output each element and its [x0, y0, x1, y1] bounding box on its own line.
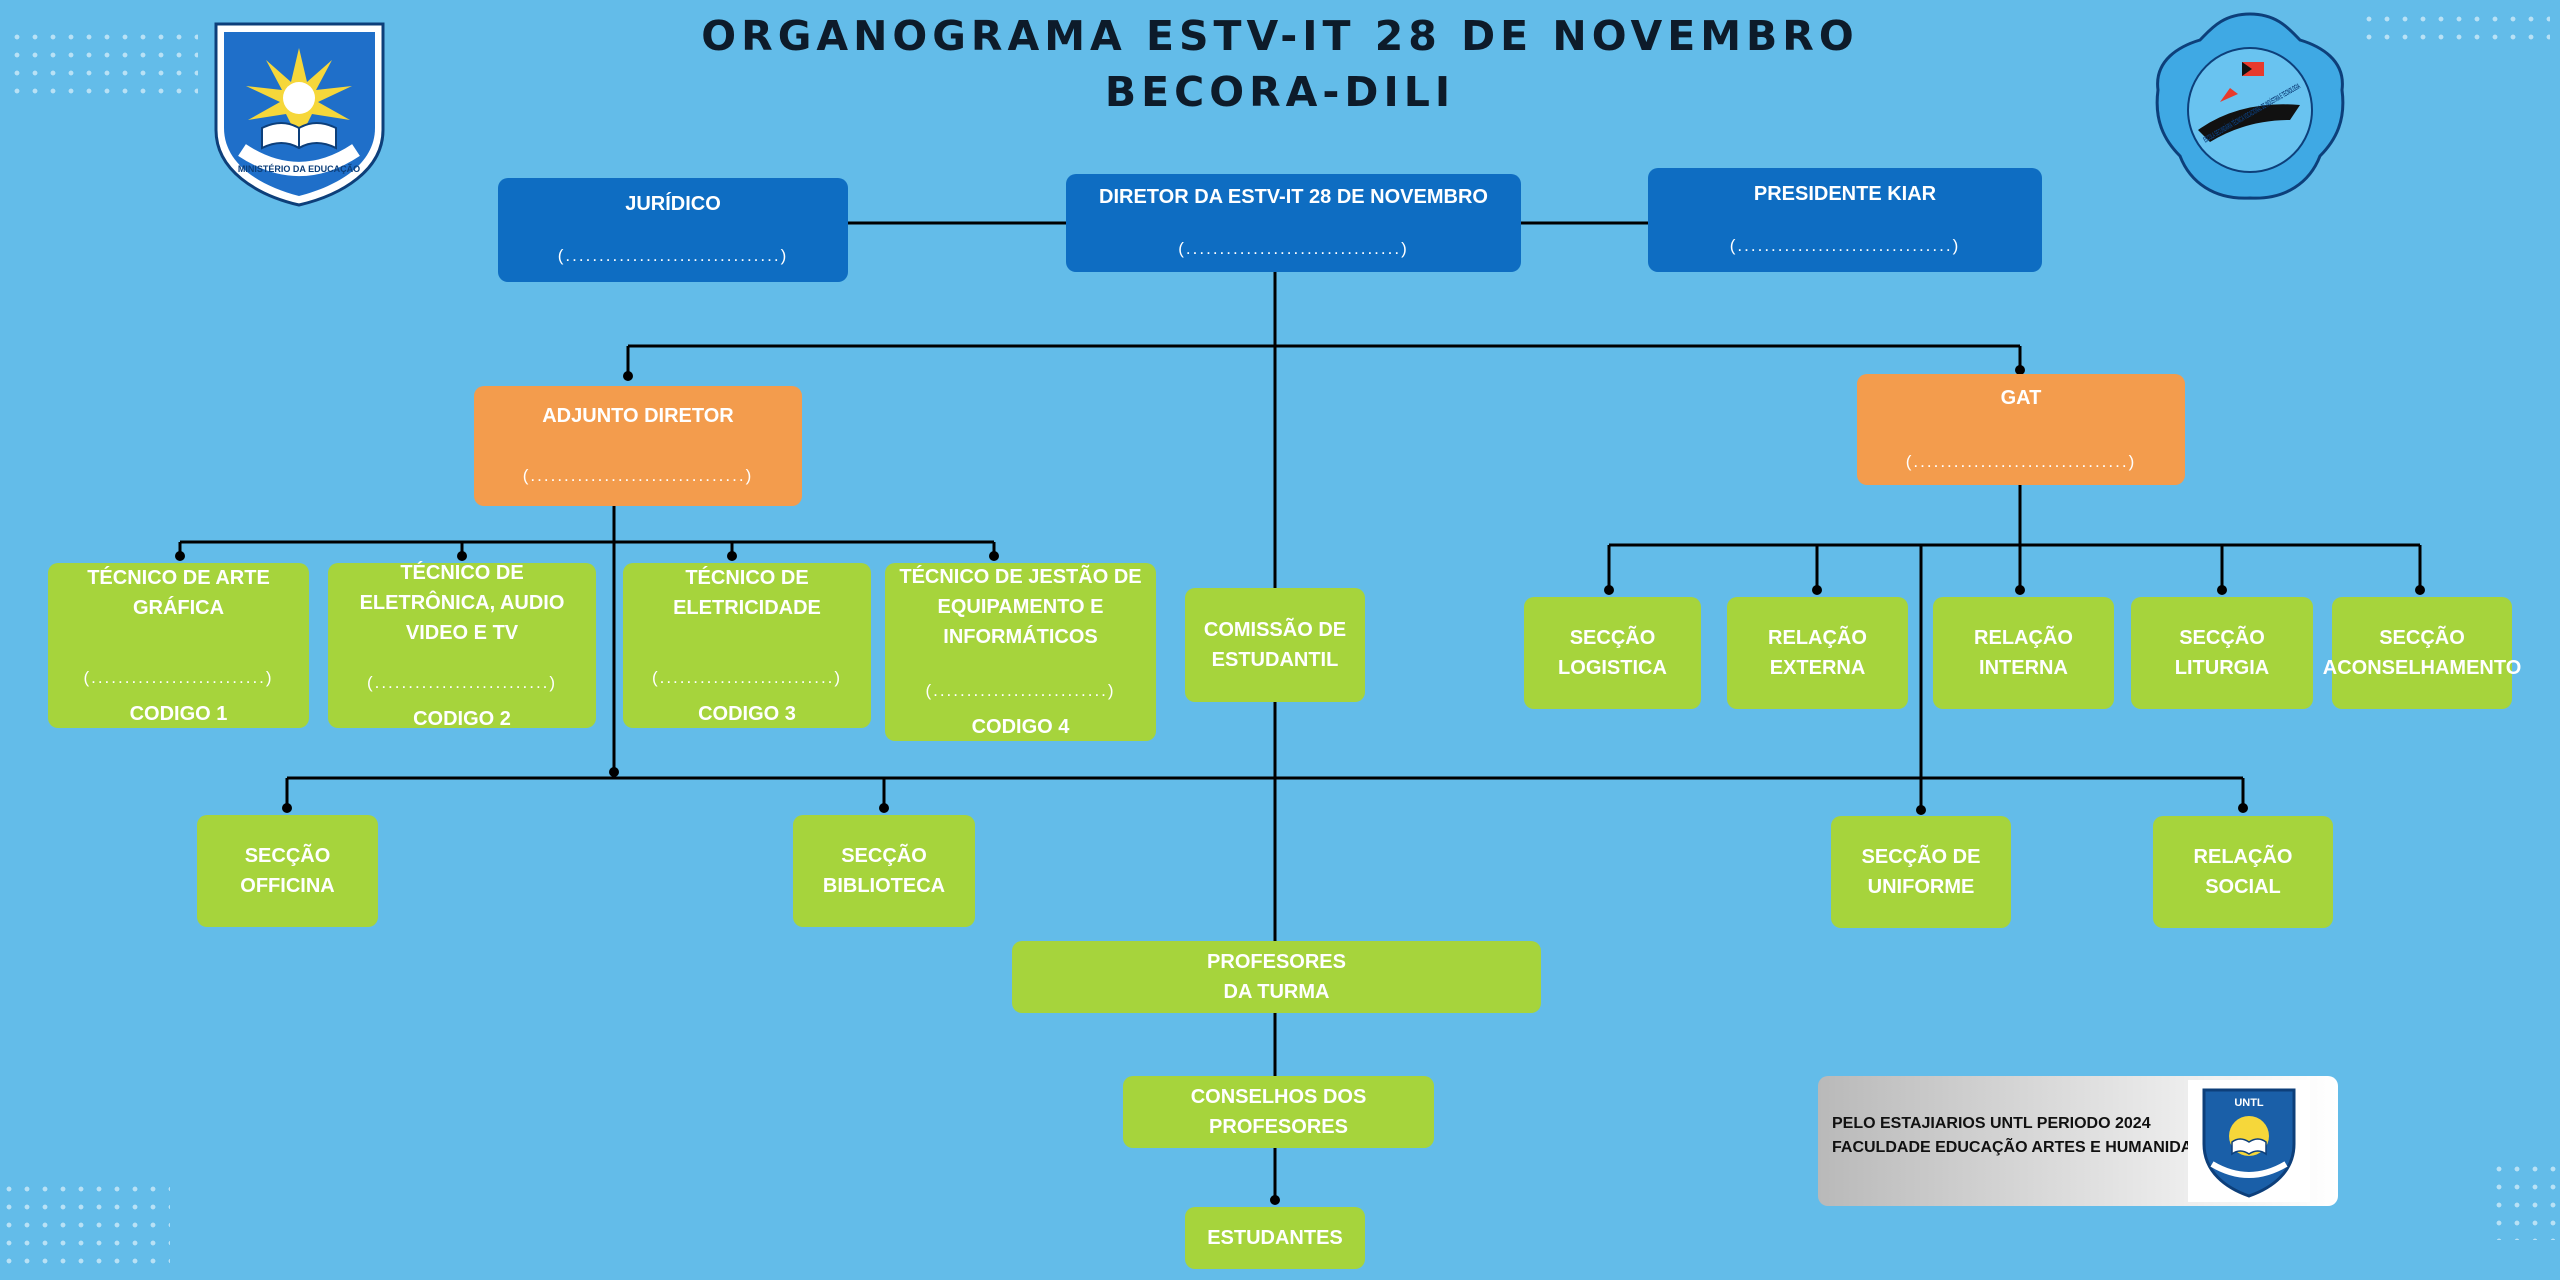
node-juridico[interactable]: JURÍDICO (..............................…: [498, 178, 848, 282]
node-tecnico-eletricidade-placeholder: (..........................): [651, 667, 843, 687]
node-juridico-placeholder: (................................): [557, 246, 789, 265]
node-adjunto-diretor-label: ADJUNTO DIRETOR: [542, 405, 734, 427]
node-seccao-liturgia[interactable]: SECÇÃO LITURGIA: [2131, 597, 2313, 709]
node-gat-placeholder: (................................): [1905, 451, 2137, 471]
dot-pattern-bottom-left: [0, 1180, 170, 1270]
node-relacao-social[interactable]: RELAÇÃO SOCIAL: [2153, 816, 2333, 928]
dot-pattern-top-left: [8, 28, 198, 98]
page-subtitle: BECORA-DILI: [1104, 68, 1456, 116]
credit-line2: FACULDADE EDUCAÇÃO ARTES E HUMANIDADES: [1832, 1139, 2226, 1156]
node-diretor-label: DIRETOR DA ESTV-IT 28 DE NOVEMBRO: [1099, 186, 1488, 208]
node-tecnico-eletronica-placeholder: (..........................): [366, 672, 558, 692]
node-diretor-placeholder: (................................): [1178, 239, 1409, 258]
node-tecnico-gestao-placeholder: (..........................): [925, 681, 1116, 700]
node-conselhos-professores-label: CONSELHOS DOS PROFESORES: [1190, 1086, 1367, 1138]
svg-text:UNTL: UNTL: [2234, 1097, 2264, 1109]
node-seccao-uniforme[interactable]: SECÇÃO DE UNIFORME: [1831, 816, 2011, 928]
node-adjunto-diretor-placeholder: (................................): [522, 466, 754, 485]
node-diretor[interactable]: DIRETOR DA ESTV-IT 28 DE NOVEMBRO (.....…: [1066, 174, 1521, 272]
node-tecnico-arte-grafica[interactable]: TÉCNICO DE ARTE GRÁFICA (...............…: [48, 563, 309, 728]
node-tecnico-eletronica[interactable]: TÉCNICO DE ELETRÔNICA, AUDIO VIDEO E TV …: [328, 562, 596, 730]
node-presidente-placeholder: (................................): [1729, 236, 1961, 255]
node-adjunto-diretor[interactable]: ADJUNTO DIRETOR (.......................…: [474, 386, 802, 506]
node-seccao-aconselhamento-label: SECÇÃO ACONSELHAMENTO: [2322, 627, 2522, 679]
ministerio-logo: MINISTÉRIO DA EDUCAÇÃO: [214, 22, 385, 207]
credit-text: PELO ESTAJIARIOS UNTL PERIODO 2024 FACUL…: [1832, 1112, 2225, 1160]
node-gat[interactable]: GAT (................................): [1857, 374, 2185, 485]
node-professores-turma[interactable]: PROFESORES DA TURMA: [1012, 941, 1541, 1013]
node-relacao-interna[interactable]: RELAÇÃO INTERNA: [1933, 597, 2114, 709]
node-comissao-estudantil[interactable]: COMISSÃO DE ESTUDANTIL: [1185, 588, 1365, 702]
node-estudantes-label: ESTUDANTES: [1207, 1227, 1343, 1249]
node-tecnico-gestao[interactable]: TÉCNICO DE JESTÃO DE EQUIPAMENTO E INFOR…: [885, 563, 1156, 741]
node-presidente-label: PRESIDENTE KIAR: [1753, 183, 1937, 205]
node-tecnico-gestao-label: TÉCNICO DE JESTÃO DE EQUIPAMENTO E INFOR…: [899, 566, 1142, 648]
node-juridico-label: JURÍDICO: [625, 193, 721, 215]
node-tecnico-eletricidade-label: TÉCNICO DE ELETRICIDADE: [673, 566, 821, 619]
node-relacao-externa-label: RELAÇÃO EXTERNA: [1768, 627, 1867, 679]
node-tecnico-eletricidade-code: CODIGO 3: [698, 702, 796, 725]
credit-box: PELO ESTAJIARIOS UNTL PERIODO 2024 FACUL…: [1818, 1076, 2338, 1206]
node-relacao-interna-label: RELAÇÃO INTERNA: [1974, 627, 2073, 679]
page-title: ORGANOGRAMA ESTV-IT 28 DE NOVEMBRO: [701, 12, 1859, 60]
node-tecnico-arte-grafica-label: TÉCNICO DE ARTE GRÁFICA: [87, 566, 270, 619]
node-seccao-uniforme-label: SECÇÃO DE UNIFORME: [1861, 846, 1981, 898]
node-professores-turma-label: PROFESORES DA TURMA: [1207, 951, 1346, 1003]
node-seccao-officina[interactable]: SECÇÃO OFFICINA: [197, 815, 378, 927]
svg-text:MINISTÉRIO DA EDUCAÇÃO: MINISTÉRIO DA EDUCAÇÃO: [238, 164, 360, 174]
node-relacao-externa[interactable]: RELAÇÃO EXTERNA: [1727, 597, 1908, 709]
node-tecnico-eletronica-code: CODIGO 2: [413, 707, 511, 730]
node-seccao-logistica-label: SECÇÃO LOGISTICA: [1558, 627, 1667, 679]
node-seccao-biblioteca-label: SECÇÃO BIBLIOTECA: [822, 845, 946, 897]
node-conselhos-professores[interactable]: CONSELHOS DOS PROFESORES: [1123, 1076, 1434, 1148]
node-tecnico-gestao-code: CODIGO 4: [971, 716, 1070, 738]
node-presidente[interactable]: PRESIDENTE KIAR (.......................…: [1648, 168, 2042, 272]
node-comissao-estudantil-label: COMISSÃO DE ESTUDANTIL: [1203, 619, 1347, 671]
school-logo: ESCOLA SECUNDÁRIA TÉCNICA VOCACIONAL DE …: [2155, 12, 2345, 200]
node-estudantes[interactable]: ESTUDANTES: [1185, 1207, 1365, 1269]
node-seccao-liturgia-label: SECÇÃO LITURGIA: [2174, 627, 2270, 679]
dot-pattern-bottom-right: [2490, 1160, 2560, 1240]
node-tecnico-arte-grafica-placeholder: (..........................): [83, 667, 274, 687]
credit-line1: PELO ESTAJIARIOS UNTL PERIODO 2024: [1832, 1115, 2151, 1132]
node-gat-label: GAT: [2000, 386, 2042, 409]
node-relacao-social-label: RELAÇÃO SOCIAL: [2193, 846, 2293, 898]
node-tecnico-arte-grafica-code: CODIGO 1: [129, 702, 228, 725]
node-seccao-logistica[interactable]: SECÇÃO LOGISTICA: [1524, 597, 1701, 709]
dot-pattern-top-right: [2360, 10, 2550, 50]
node-seccao-biblioteca[interactable]: SECÇÃO BIBLIOTECA: [793, 815, 975, 927]
node-seccao-aconselhamento[interactable]: SECÇÃO ACONSELHAMENTO: [2323, 597, 2521, 709]
node-tecnico-eletricidade[interactable]: TÉCNICO DE ELETRICIDADE (...............…: [623, 563, 871, 728]
untl-logo: UNTL: [2188, 1080, 2310, 1202]
node-seccao-officina-label: SECÇÃO OFFICINA: [240, 845, 335, 897]
node-tecnico-eletronica-label: TÉCNICO DE ELETRÔNICA, AUDIO VIDEO E TV: [359, 561, 565, 644]
